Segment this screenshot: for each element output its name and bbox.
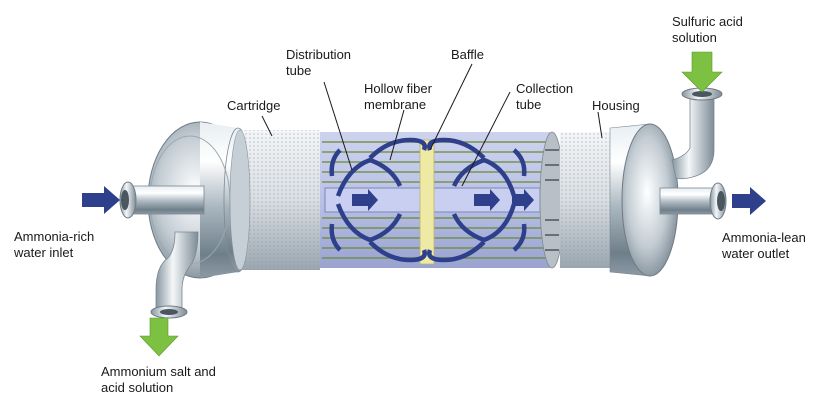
label-hollow-fiber-membrane: Hollow fiber membrane <box>364 81 432 112</box>
cutaway-section <box>320 131 565 269</box>
label-baffle: Baffle <box>451 47 485 62</box>
label-ammonia-rich-water-inlet: Ammonia-rich water inlet <box>14 229 95 260</box>
outlet-pipe <box>659 182 727 220</box>
inlet-pipe <box>119 181 205 219</box>
leader-lines <box>261 63 603 187</box>
label-ammonium-salt-and-acid-solution: Ammonium salt and acid solution <box>101 364 216 395</box>
label-housing: Housing <box>592 98 640 113</box>
outlet-flow-arrow <box>732 187 766 215</box>
acid-inlet-arrow <box>681 51 723 93</box>
label-cartridge: Cartridge <box>227 98 281 113</box>
label-distribution-tube: Distribution tube <box>286 47 352 78</box>
label-ammonia-lean-water-outlet: Ammonia-lean water outlet <box>722 230 806 261</box>
acid-outlet-pipe <box>150 231 199 319</box>
right-header <box>609 123 679 277</box>
label-collection-tube: Collection tube <box>516 81 574 112</box>
cartridge-mesh-left <box>229 129 320 271</box>
inlet-flow-arrow <box>82 186 120 214</box>
acid-outlet-arrow <box>139 317 179 357</box>
label-sulfuric-acid-solution: Sulfuric acid solution <box>672 14 743 45</box>
acid-inlet-pipe <box>671 87 723 180</box>
